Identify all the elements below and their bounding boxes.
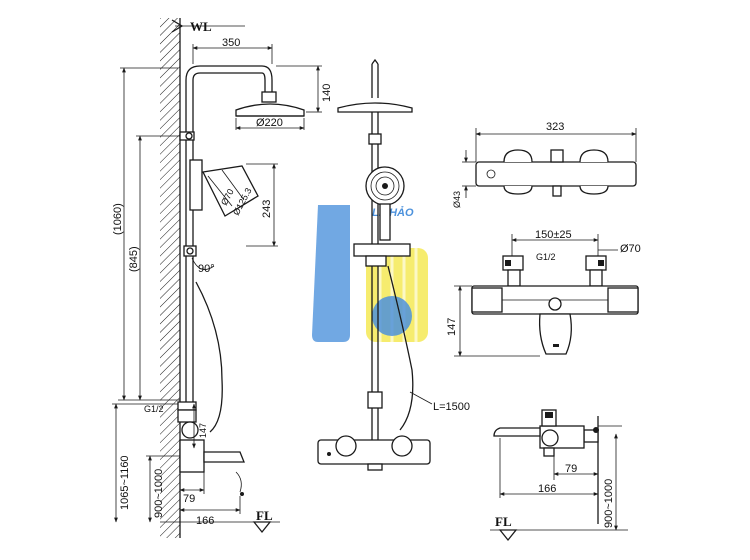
dim-1065-1160: 1065~1160 [119, 455, 131, 510]
dim-d70-right: Ø70 [620, 243, 641, 255]
fl-marker-icon-left [252, 521, 272, 534]
dim-845: (845) [128, 246, 140, 272]
soap-dish [353, 243, 411, 257]
rain-shower-head [235, 103, 305, 117]
dim-147-right: 147 [446, 318, 458, 336]
fl-label-right: FL [495, 514, 512, 529]
g12-right-label: G1/2 [536, 252, 556, 262]
fl-label-left: FL [256, 508, 273, 523]
hand-shower-holder [189, 159, 203, 211]
dim-d43: Ø43 [452, 191, 462, 208]
dim-1060: (1060) [112, 203, 124, 235]
mixer-spout-side [493, 427, 541, 437]
g12-left-label: G1/2 [144, 404, 164, 414]
tub-spout [203, 451, 245, 463]
dim-900-1000-left: 900~1000 [153, 469, 165, 518]
dim-147-left: 147 [198, 423, 208, 438]
dim-900-1000-right: 900~1000 [603, 479, 615, 528]
mixer-side-view: 79 166 900~1000 FL [490, 409, 628, 542]
wl-label: WL [190, 19, 212, 34]
dim-90deg: 90° [198, 263, 215, 275]
mixer-body-side [179, 439, 205, 473]
thermostat-bar-front [317, 439, 431, 465]
hand-shower-head [202, 165, 259, 217]
dim-166-right: 166 [538, 483, 556, 495]
center-front-view: L=1500 [317, 58, 470, 471]
dim-79-right: 79 [565, 463, 577, 475]
rain-shower-head-front [337, 102, 413, 113]
mixer-spout-front [538, 313, 572, 355]
dim-140: 140 [321, 84, 333, 102]
dim-243: 243 [261, 200, 273, 218]
mixer-front-view: 150±25 Ø70 G1/2 147 [446, 229, 641, 357]
dim-150-25: 150±25 [535, 229, 572, 241]
fl-marker-icon-right [498, 529, 518, 542]
dim-350: 350 [222, 37, 240, 49]
dim-d220: Ø220 [256, 117, 283, 129]
mixer-top-view: 323 Ø43 [452, 121, 637, 208]
wall-hatching [160, 18, 180, 538]
watermark-logo: LÊ HẢO [312, 205, 428, 342]
left-side-view: WL [112, 18, 333, 538]
dim-323: 323 [546, 121, 564, 133]
dim-79-left: 79 [183, 493, 195, 505]
hose-length-label: L=1500 [433, 401, 470, 413]
dim-166-left: 166 [196, 515, 214, 527]
